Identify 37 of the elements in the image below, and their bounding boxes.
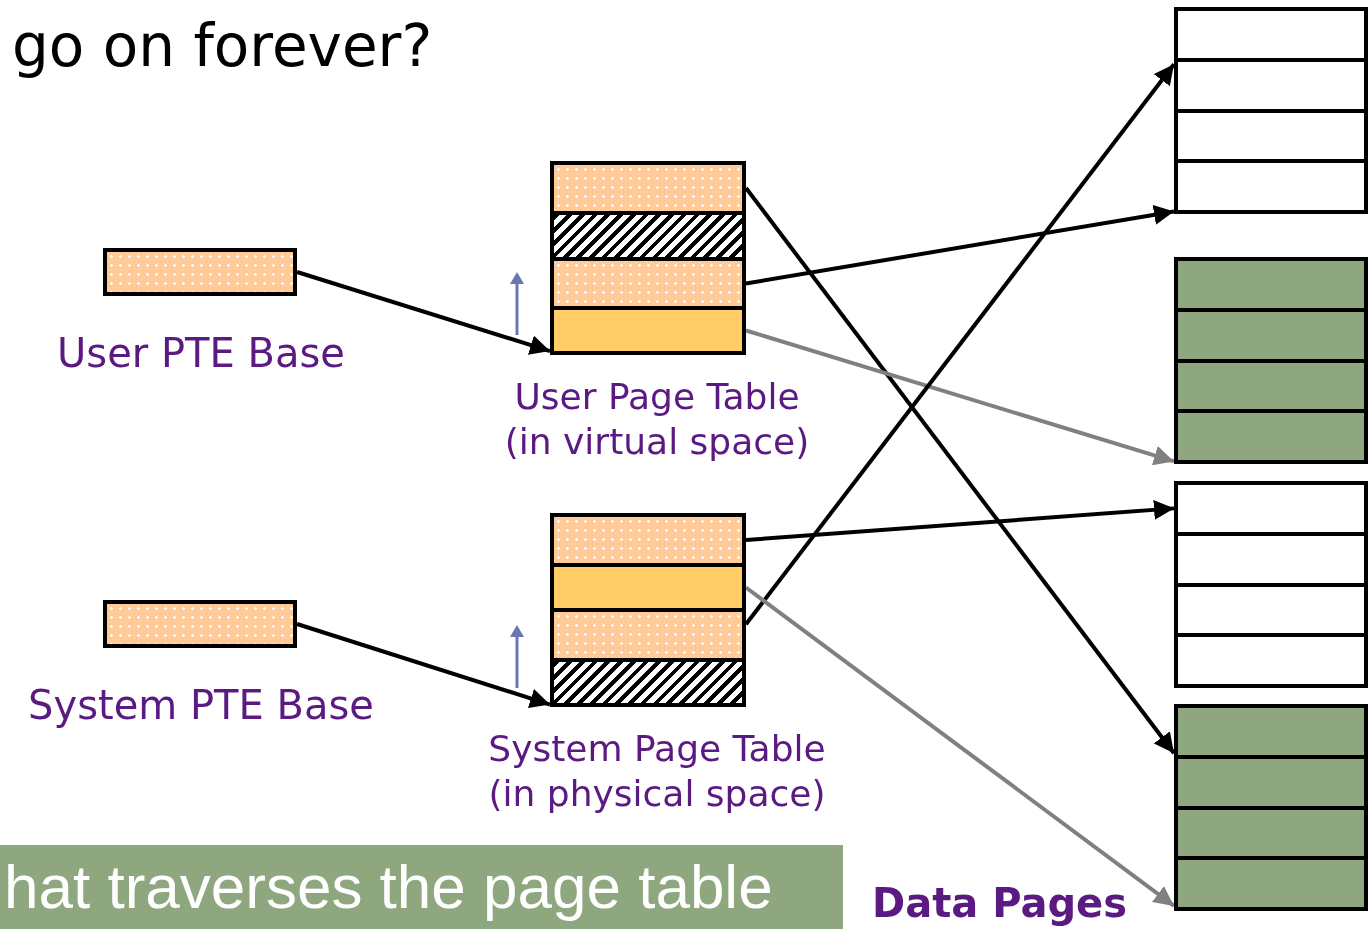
page-row: [1174, 413, 1368, 464]
data-page: [1174, 481, 1368, 688]
page-row: [1174, 758, 1368, 810]
data-page: [1174, 704, 1368, 911]
page-table: [550, 161, 746, 355]
page-table: [550, 513, 746, 707]
arrow: [745, 204, 1175, 286]
page-row: [1174, 481, 1368, 536]
page-row: [1174, 311, 1368, 363]
page-row: [1174, 809, 1368, 861]
page-row: [1174, 586, 1368, 638]
pte-base-register: [103, 600, 297, 648]
page-row: [1174, 163, 1368, 214]
arrow: [296, 622, 551, 708]
banner: [0, 845, 843, 929]
data-page: [1174, 7, 1368, 214]
page-row: [1174, 7, 1368, 62]
page-row: [1174, 257, 1368, 312]
pte-base-register: [103, 248, 297, 296]
node-label: User Page Table (in virtual space): [503, 375, 811, 464]
page-row: [1174, 112, 1368, 164]
section-label: Data Pages: [872, 880, 1128, 926]
page-row: [1174, 61, 1368, 113]
banner-text: hat traverses the page table: [4, 852, 773, 921]
node-label: System Page Table (in physical space): [487, 727, 827, 816]
page-row: [1174, 637, 1368, 688]
data-page: [1174, 257, 1368, 464]
page-row: [1174, 860, 1368, 911]
arrow: [296, 270, 551, 355]
page-row: [1174, 704, 1368, 759]
page-row: [1174, 362, 1368, 414]
node-label: User PTE Base: [56, 330, 346, 376]
arrow: [745, 328, 1175, 466]
title: go on forever?: [12, 12, 433, 80]
page-row: [1174, 535, 1368, 587]
arrow: [745, 499, 1175, 542]
node-label: System PTE Base: [27, 682, 375, 728]
